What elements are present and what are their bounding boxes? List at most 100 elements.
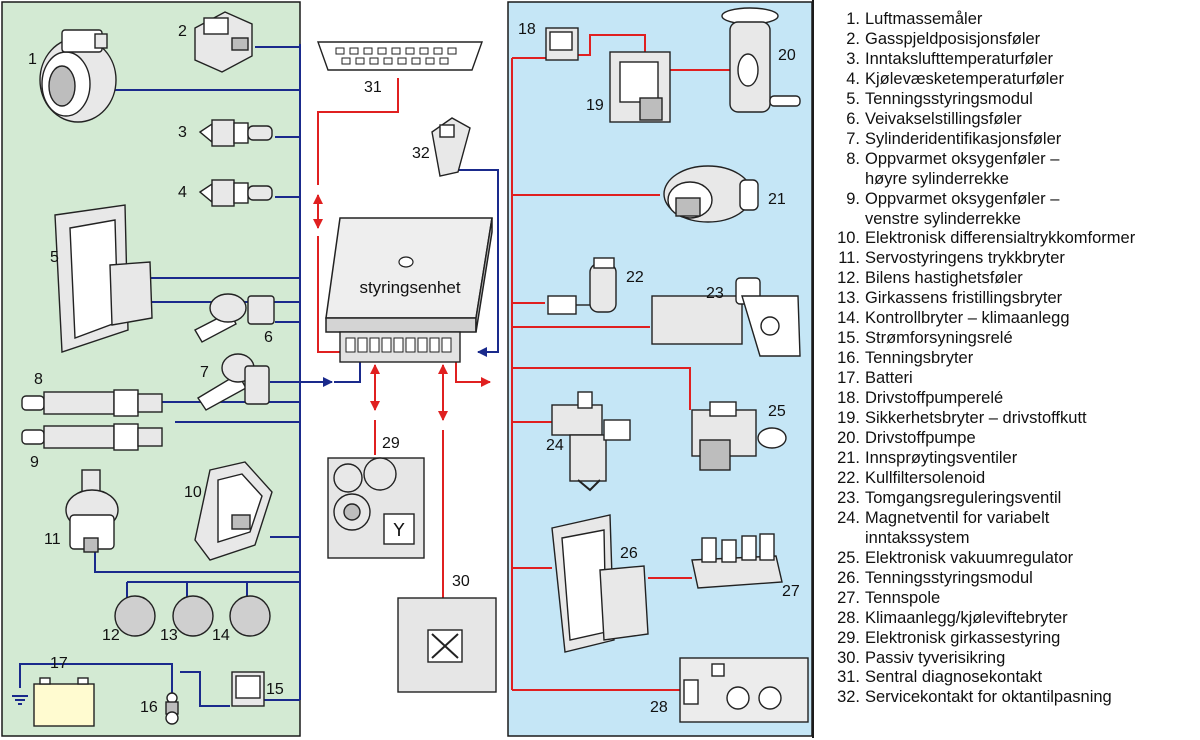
- number-16: 16: [140, 699, 158, 716]
- legend-item: 28. Klimaanlegg/kjøleviftebryter: [836, 609, 1198, 629]
- legend-item-text: Drivstoffpumpe: [865, 429, 976, 448]
- component-battery: [33, 677, 95, 727]
- number-23: 23: [706, 285, 724, 302]
- legend-item-text: Elektronisk vakuumregulator: [865, 548, 1074, 567]
- legend-item-text: Tenningsbryter: [865, 349, 974, 368]
- legend-item-text: Sylinderidentifikasjonsføler: [865, 129, 1062, 148]
- legend-item: 7. Sylinderidentifikasjonsføler: [836, 130, 1198, 150]
- component-neutral-switch: [172, 595, 214, 637]
- legend-item-number: [836, 210, 860, 230]
- legend-item-number: 27.: [837, 588, 860, 607]
- legend-item: 26.Tenningsstyringsmodul: [836, 569, 1198, 589]
- component-oxygen-sensor-right: [21, 389, 163, 417]
- number-17: 17: [50, 655, 68, 672]
- number-1: 1: [28, 51, 37, 68]
- number-2: 2: [178, 23, 187, 40]
- component-speed-sensor: [114, 595, 156, 637]
- number-26: 26: [620, 545, 638, 562]
- legend-item-number: 17.: [837, 369, 860, 388]
- component-transmission-control: Y: [327, 457, 425, 559]
- component-injector: [663, 165, 759, 223]
- legend-item: 25. Elektronisk vakuumregulator: [836, 549, 1198, 569]
- component-idle-valve: [651, 277, 801, 357]
- legend-item: 11. Servostyringens trykkbryter: [836, 249, 1198, 269]
- legend-item-number: 22.: [837, 468, 860, 487]
- legend-item-number: 20.: [837, 429, 860, 448]
- legend-item-text: Kontrollbryter – klimaanlegg: [865, 309, 1070, 328]
- legend-item: 32.Servicekontakt for oktantilpasning: [836, 688, 1198, 708]
- legend-item-number: [836, 170, 860, 190]
- legend-item-number: 13.: [837, 289, 860, 308]
- legend-item-text: Servostyringens trykkbryter: [865, 249, 1065, 268]
- legend-item: 16. Tenningsbryter: [836, 349, 1198, 369]
- number-27: 27: [782, 583, 800, 600]
- component-power-relay: [231, 671, 265, 707]
- legend-item-number: 16.: [837, 349, 860, 368]
- legend-item: 12.Bilens hastighetsføler: [836, 269, 1198, 289]
- number-14: 14: [212, 627, 230, 644]
- legend-item: 10.Elektronisk differensialtrykkomformer: [836, 229, 1198, 249]
- number-11: 11: [44, 531, 61, 548]
- number-6: 6: [264, 329, 273, 346]
- number-21: 21: [768, 191, 786, 208]
- legend-item-number: 7.: [846, 129, 860, 148]
- component-inertia-switch: [609, 51, 671, 123]
- legend-item-number: 15.: [837, 329, 860, 348]
- number-19: 19: [586, 97, 604, 114]
- legend-item: høyre sylinderrekke: [836, 170, 1198, 190]
- number-31: 31: [364, 79, 382, 96]
- legend-item-number: 28.: [837, 608, 860, 627]
- number-5: 5: [50, 249, 59, 266]
- number-7: 7: [200, 364, 209, 381]
- legend-item-text: Girkassens fristillingsbryter: [865, 289, 1063, 308]
- number-18: 18: [518, 21, 536, 38]
- legend-item-number: 11.: [838, 249, 860, 268]
- number-29: 29: [382, 435, 400, 452]
- legend-item-number: 14.: [837, 309, 860, 328]
- number-24: 24: [546, 437, 564, 454]
- legend-item: 15.Strømforsyningsrelé: [836, 329, 1198, 349]
- legend-item: 19.Sikkerhetsbryter – drivstoffkutt: [836, 409, 1198, 429]
- legend-item-number: 6.: [846, 109, 860, 128]
- sensor-wiring: [12, 44, 499, 707]
- legend-item-number: 2.: [846, 29, 860, 48]
- legend-item-text: Klimaanlegg/kjøleviftebryter: [865, 608, 1068, 627]
- component-immobilizer: [397, 597, 497, 693]
- legend-item-text: inntakssystem: [865, 528, 970, 547]
- component-ignition-switch: [165, 692, 179, 725]
- legend-item: 4. Kjølevæsketemperaturføler: [836, 70, 1198, 90]
- component-coolant-temp-sensor: [198, 179, 273, 207]
- component-ac-switch: [229, 595, 271, 637]
- legend-item-number: 5.: [846, 89, 860, 108]
- legend-item: 8.Oppvarmet oksygenføler –: [836, 150, 1198, 170]
- legend-item-number: 29.: [837, 628, 860, 647]
- legend-item-text: Drivstoffpumperelé: [865, 389, 1004, 408]
- legend-item-number: 32.: [837, 688, 860, 707]
- legend-item: 30.Passiv tyverisikring: [836, 649, 1198, 669]
- legend-item: 21.Innsprøytingsventiler: [836, 449, 1198, 469]
- number-9: 9: [30, 454, 39, 471]
- component-crankshaft-sensor: [194, 293, 275, 343]
- component-air-mass-meter: [39, 29, 117, 123]
- number-32: 32: [412, 145, 430, 162]
- legend-item: 29.Elektronisk girkassestyring: [836, 629, 1198, 649]
- legend-item-text: Elektronisk differensialtrykkomformer: [865, 229, 1136, 248]
- legend-item-text: Sentral diagnosekontakt: [865, 668, 1043, 687]
- number-4: 4: [178, 184, 187, 201]
- component-ignition-coil: [691, 533, 783, 589]
- legend-item-number: 25.: [837, 548, 860, 567]
- number-30: 30: [452, 573, 470, 590]
- legend-item-text: Kjølevæsketemperaturføler: [865, 69, 1064, 88]
- legend-item: 22.Kullfiltersolenoid: [836, 469, 1198, 489]
- number-28: 28: [650, 699, 668, 716]
- legend-item-text: Veivakselstillingsføler: [865, 109, 1022, 128]
- component-fuel-pump-relay: [545, 27, 579, 61]
- number-25: 25: [768, 403, 786, 420]
- component-ignition-module-left: [54, 204, 153, 353]
- legend-item-number: 4.: [846, 69, 860, 88]
- legend-item-number: [836, 529, 860, 549]
- legend-item: 24.Magnetventil for variabelt: [836, 509, 1198, 529]
- legend-item: 18.Drivstoffpumperelé: [836, 389, 1198, 409]
